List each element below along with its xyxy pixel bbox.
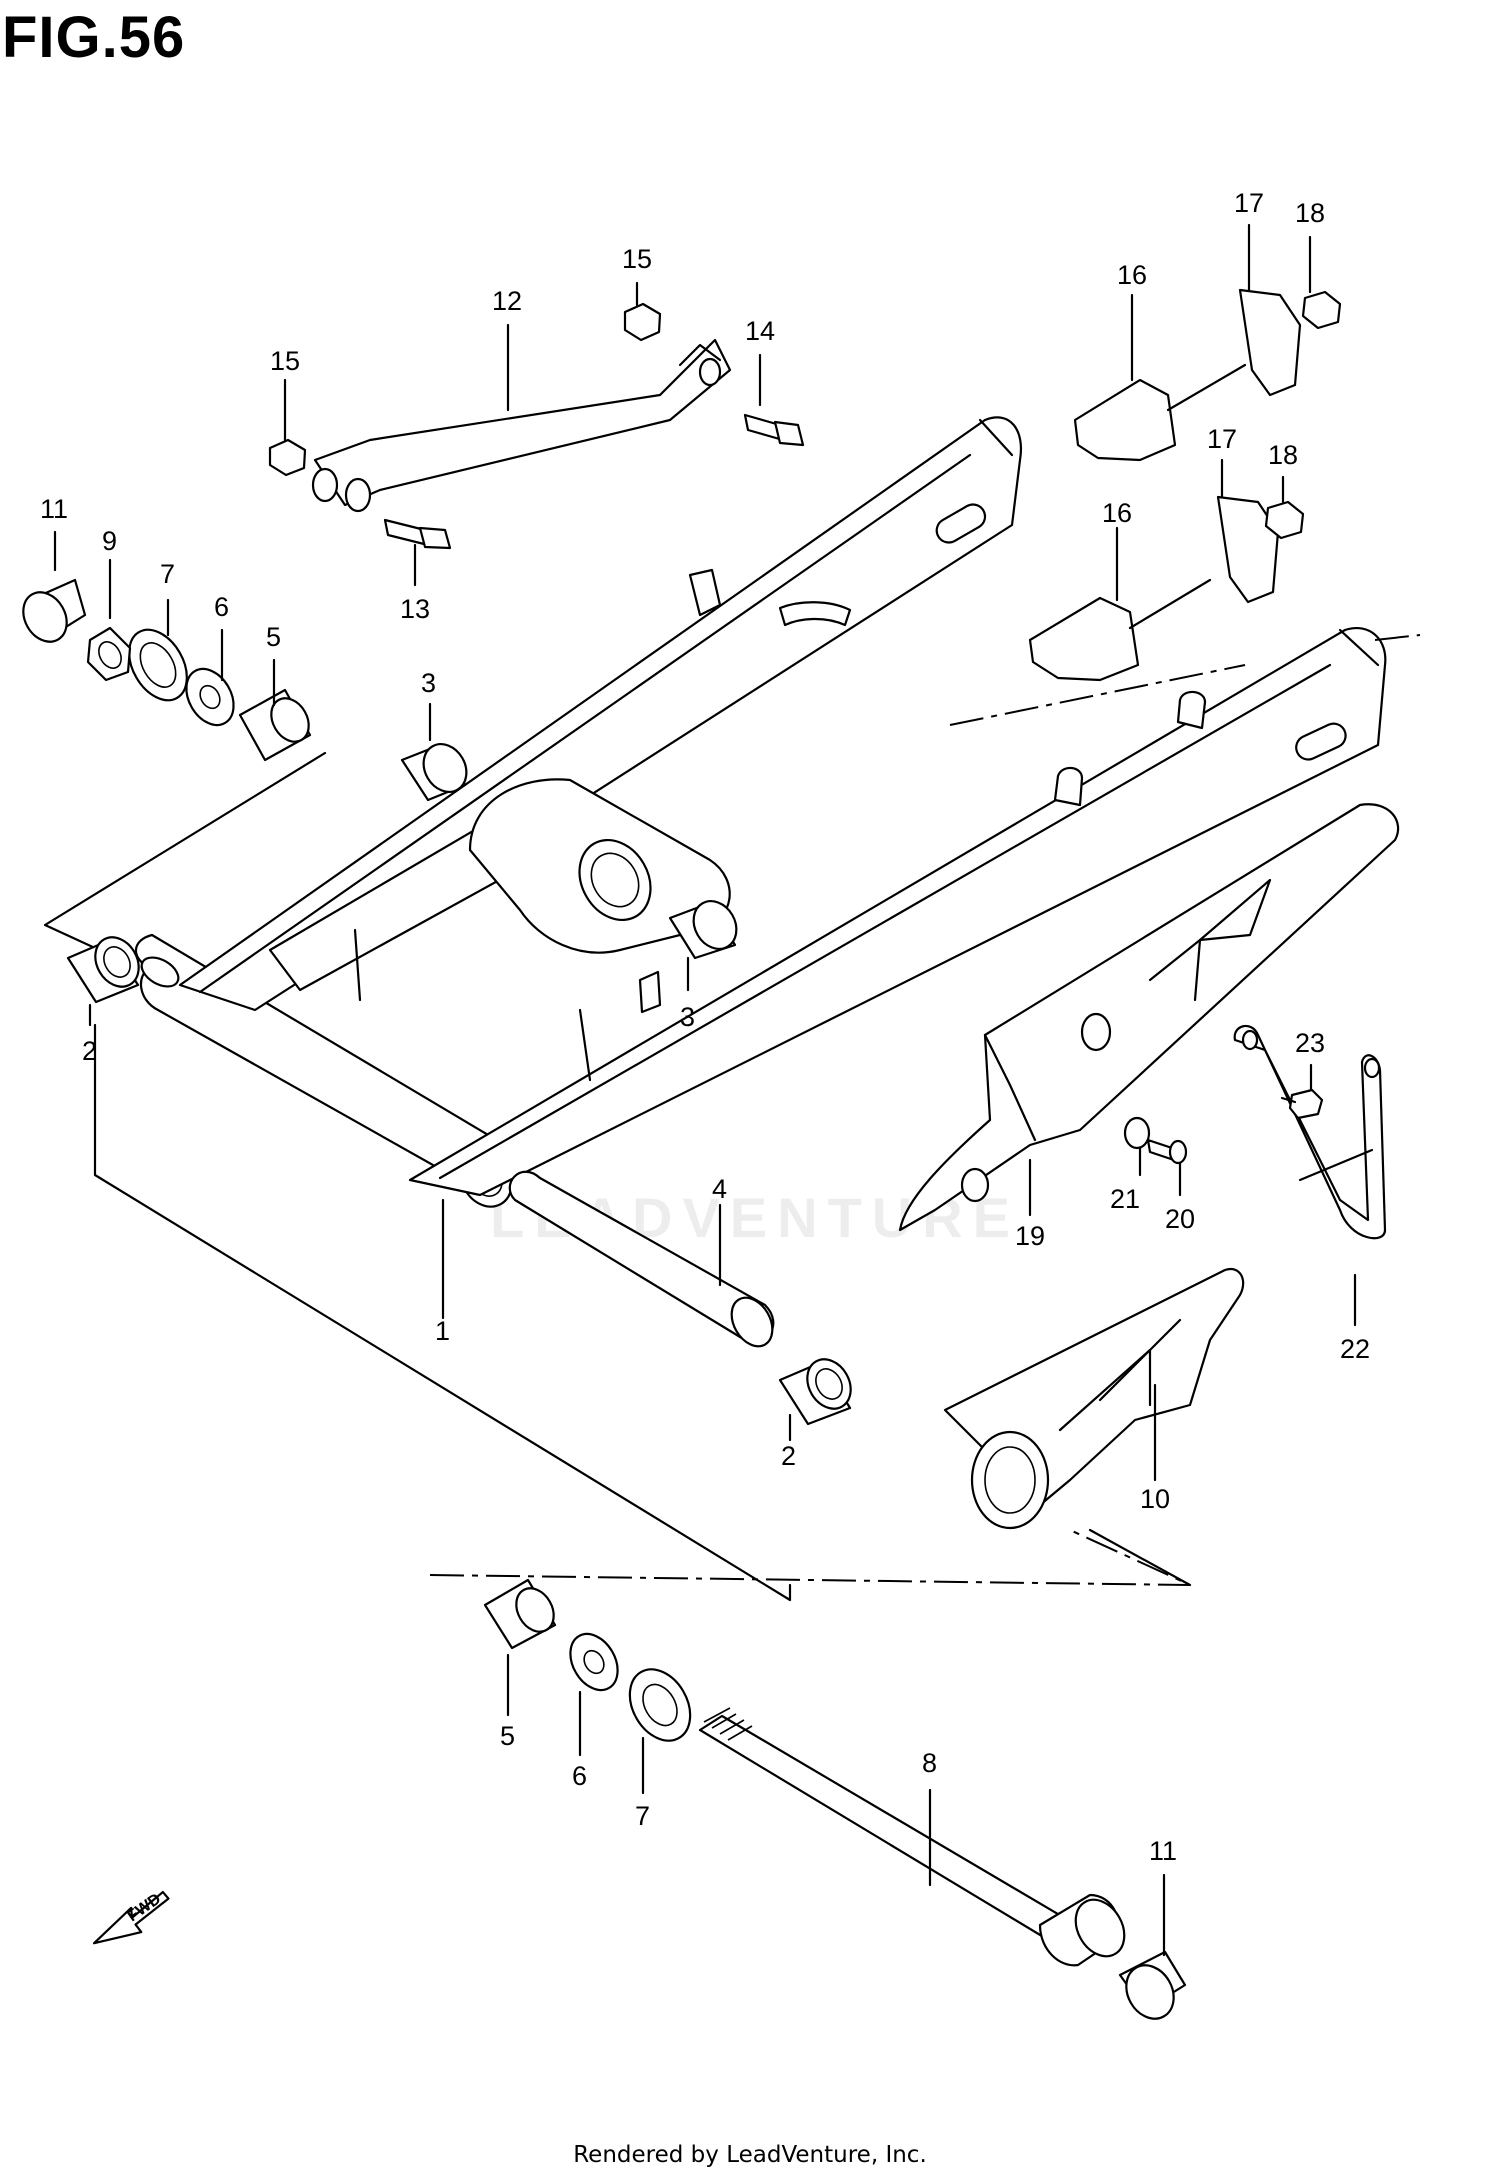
cap-11-upper xyxy=(22,578,87,643)
figure-title: FIG.56 xyxy=(2,5,186,70)
callout-2: 2 xyxy=(82,1036,97,1066)
callout-7: 7 xyxy=(635,1801,650,1831)
screw-20 xyxy=(1146,1138,1188,1165)
callout-5: 5 xyxy=(500,1721,515,1751)
callout-3: 3 xyxy=(421,668,436,698)
callout-9: 9 xyxy=(102,526,117,556)
callout-19: 19 xyxy=(1015,1221,1045,1251)
fwd-arrow: FWD xyxy=(92,1890,170,1945)
explode-lines xyxy=(43,634,1421,1602)
bearing-2-left xyxy=(66,936,140,1004)
callout-18: 18 xyxy=(1295,198,1325,228)
callout-12: 12 xyxy=(492,286,522,316)
plate-17-upper xyxy=(1238,288,1302,397)
brace-12 xyxy=(311,338,732,513)
spacer-3-upper xyxy=(400,743,468,802)
cap-11-lower xyxy=(1118,1950,1187,2020)
callout-17: 17 xyxy=(1207,424,1237,454)
callout-labels: 1 2 2 3 3 4 5 5 6 6 7 7 8 9 10 11 11 12 … xyxy=(40,188,1370,1866)
washer-6-upper xyxy=(185,667,235,727)
callout-3: 3 xyxy=(680,1002,695,1032)
callout-16: 16 xyxy=(1102,498,1132,528)
callout-21: 21 xyxy=(1110,1184,1140,1214)
callout-23: 23 xyxy=(1295,1028,1325,1058)
pivot-shaft-8 xyxy=(698,1707,1126,1967)
adjuster-16-lower xyxy=(1028,578,1212,682)
chain-guide-22 xyxy=(1233,1024,1387,1240)
bearing-2-right xyxy=(778,1358,852,1426)
callout-2: 2 xyxy=(781,1441,796,1471)
leader-lines xyxy=(53,223,1357,1957)
protector-10 xyxy=(943,1267,1245,1530)
seal-7-upper xyxy=(128,628,188,702)
pivot-pipe-4 xyxy=(508,1170,775,1348)
callout-6: 6 xyxy=(572,1761,587,1791)
callout-18: 18 xyxy=(1268,440,1298,470)
plate-17-lower xyxy=(1216,495,1280,604)
nut-18-lower xyxy=(1264,500,1305,540)
callout-20: 20 xyxy=(1165,1204,1195,1234)
spacer-3-lower xyxy=(668,900,738,960)
callout-15: 15 xyxy=(622,244,652,274)
nut-18-upper xyxy=(1301,290,1342,330)
adjuster-16-upper xyxy=(1073,363,1247,462)
callout-4: 4 xyxy=(712,1174,727,1204)
callout-15: 15 xyxy=(270,346,300,376)
callout-8: 8 xyxy=(922,1748,937,1778)
callout-6: 6 xyxy=(214,592,229,622)
bolt-13 xyxy=(383,518,452,550)
washer-6-lower xyxy=(569,1632,619,1692)
collar-5-lower xyxy=(483,1578,557,1650)
nut-15-left xyxy=(268,438,307,477)
callout-22: 22 xyxy=(1340,1334,1370,1364)
callout-10: 10 xyxy=(1140,1484,1170,1514)
callout-5: 5 xyxy=(266,622,281,652)
callout-16: 16 xyxy=(1117,260,1147,290)
collar-5-upper xyxy=(238,688,312,762)
callout-11: 11 xyxy=(40,494,68,524)
seal-7-lower xyxy=(628,1668,692,1742)
callout-14: 14 xyxy=(745,316,775,346)
callout-1: 1 xyxy=(435,1316,450,1346)
callout-11: 11 xyxy=(1149,1836,1177,1866)
callout-13: 13 xyxy=(400,594,430,624)
footer-credit: Rendered by LeadVenture, Inc. xyxy=(573,2142,927,2168)
callout-17: 17 xyxy=(1234,188,1264,218)
chain-case-19 xyxy=(898,803,1400,1232)
swingarm-part-1 xyxy=(134,416,1387,1208)
nut-15-right xyxy=(623,302,662,342)
nut-9 xyxy=(86,626,132,682)
washer-21 xyxy=(1123,1116,1151,1150)
callout-7: 7 xyxy=(160,559,175,589)
bolt-14 xyxy=(743,413,805,447)
